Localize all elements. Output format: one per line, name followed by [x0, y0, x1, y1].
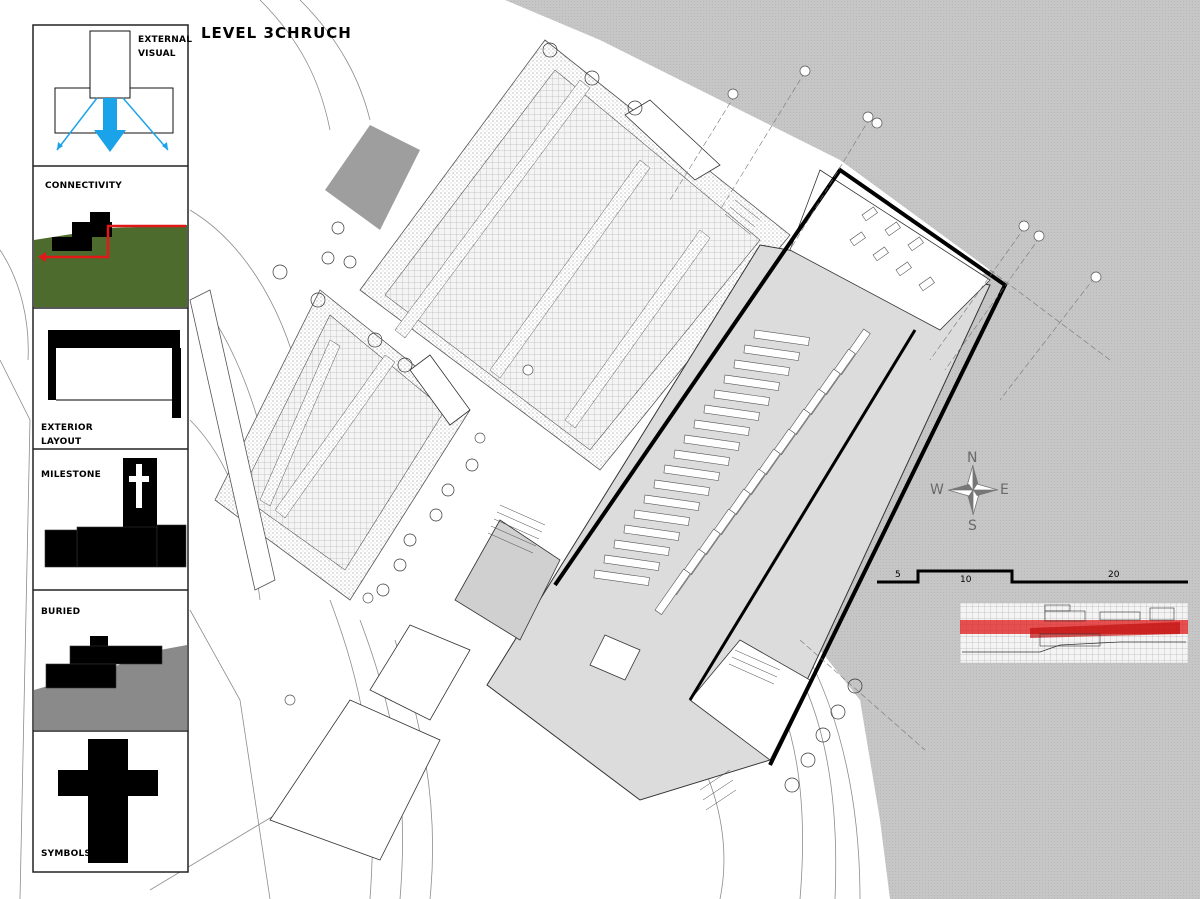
- north-arrow-icon: N S E W: [930, 450, 1009, 534]
- compass-west: W: [930, 482, 944, 498]
- church-building: [454, 167, 1008, 811]
- panel-label-connectivity: CONNECTIVITY: [45, 181, 122, 191]
- roof-terraces: [189, 39, 791, 601]
- scale-label-20: 20: [1108, 570, 1120, 580]
- scale-label-5: 5: [895, 570, 901, 580]
- grid-axes: [669, 71, 1111, 751]
- panel-label-visual: VISUAL: [138, 49, 176, 59]
- sheet-level-label: LEVEL 3: [201, 24, 275, 42]
- compass-south: S: [968, 518, 977, 534]
- panel-label-layout: LAYOUT: [41, 437, 82, 447]
- panel-label-buried: BURIED: [41, 607, 80, 617]
- section-key-plan: [959, 602, 1189, 664]
- panel-symbols: SYMBOLS: [41, 739, 158, 863]
- parking-block: [325, 125, 420, 230]
- panel-buried: BURIED: [34, 607, 187, 730]
- panel-milestone: MILESTONE: [41, 458, 187, 568]
- lower-plaza: [269, 624, 471, 861]
- scale-bar: 5 10 20: [877, 569, 1188, 585]
- compass-east: E: [1000, 482, 1009, 498]
- panel-external-visual: EXTERNAL VISUAL: [54, 30, 192, 152]
- scale-label-10: 10: [960, 575, 972, 585]
- arrow-down-icon: [94, 98, 126, 152]
- panel-label-exterior: EXTERIOR: [41, 423, 93, 433]
- sheet-title: CHRUCH: [275, 24, 352, 42]
- panel-label-milestone: MILESTONE: [41, 470, 101, 480]
- grid-bubbles: [284, 65, 1102, 706]
- panel-label-external: EXTERNAL: [138, 35, 192, 45]
- panel-connectivity: CONNECTIVITY: [34, 181, 187, 307]
- panel-label-symbols: SYMBOLS: [41, 849, 91, 859]
- concept-panels: [32, 24, 189, 873]
- panel-exterior-layout: EXTERIOR LAYOUT: [41, 330, 181, 447]
- cross-icon: [58, 739, 158, 863]
- tree-symbols: [272, 42, 863, 793]
- compass-north: N: [967, 450, 977, 466]
